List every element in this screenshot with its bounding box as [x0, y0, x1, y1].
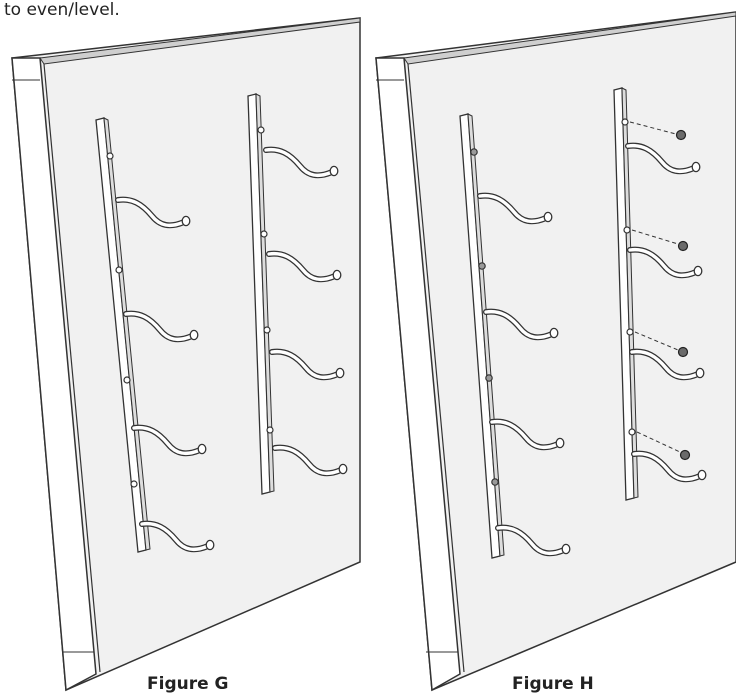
figure-h-label: Figure H	[512, 674, 594, 694]
figure-g-panel	[11, 17, 361, 692]
figure-g-right-rail	[247, 93, 275, 495]
figure-h-right-rail	[613, 87, 639, 501]
figure-h-screws	[629, 121, 691, 461]
figure-g-left-rail	[95, 117, 151, 553]
figure-h-left-rail	[459, 113, 505, 559]
instruction-text: to even/level.	[4, 0, 120, 20]
figure-g-label: Figure G	[147, 674, 229, 694]
